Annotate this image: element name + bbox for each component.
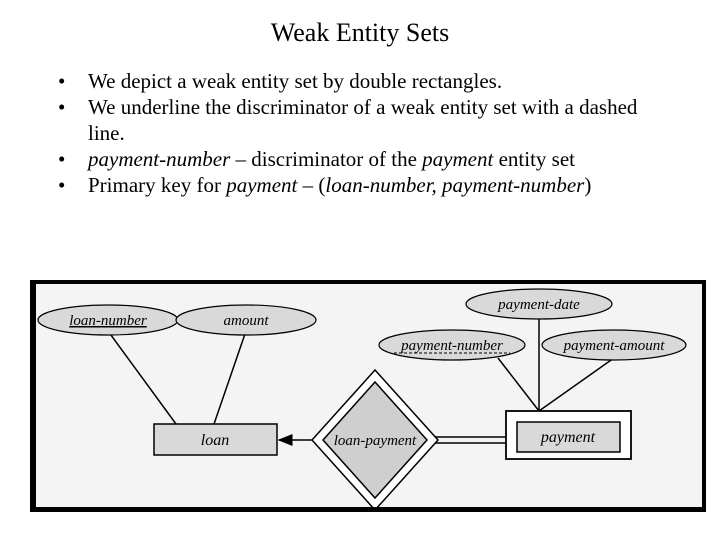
bullet-text: entity set <box>493 147 575 171</box>
bullet-text: Primary key for <box>88 173 227 197</box>
edge-payment-number-payment <box>497 357 540 412</box>
bullet-text-italic: payment <box>226 173 298 197</box>
er-diagram: loan-number amount payment-date payment-… <box>37 288 687 512</box>
edge-amount-loan <box>213 330 247 425</box>
bullet-item: • We underline the discriminator of a we… <box>58 94 658 146</box>
attribute-label: payment-number <box>400 338 503 354</box>
attribute-amount: amount <box>175 304 317 336</box>
bullet-text-italic: payment-number <box>88 147 231 171</box>
bullet-text: We depict a weak entity set by double re… <box>88 69 503 93</box>
bullet-dot: • <box>58 69 66 93</box>
entity-label: payment <box>540 429 596 446</box>
bullet-list: • We depict a weak entity set by double … <box>58 68 658 198</box>
bullet-text: We underline the discriminator of a weak… <box>88 95 638 145</box>
slide-title: Weak Entity Sets <box>270 18 450 47</box>
bullet-text: ) <box>584 173 592 197</box>
attribute-payment-amount: payment-amount <box>541 329 687 361</box>
entity-label: loan <box>201 432 229 449</box>
bullet-text: – ( <box>297 173 326 197</box>
bullet-dot: • <box>58 173 66 197</box>
bullet-text-italic: payment <box>422 147 494 171</box>
er-diagram-frame: loan-number amount payment-date payment-… <box>30 280 706 512</box>
edge-payment-amount-payment <box>538 357 615 412</box>
bullet-text: – discriminator of the <box>230 147 423 171</box>
edge-loan-number-loan <box>107 330 177 425</box>
attribute-payment-date: payment-date <box>465 288 613 320</box>
attribute-loan-number: loan-number <box>37 304 179 336</box>
attribute-payment-number: payment-number <box>378 329 526 361</box>
bullet-dot: • <box>58 147 66 171</box>
attribute-label: payment-date <box>497 297 580 313</box>
bullet-dot: • <box>58 95 66 119</box>
relationship-label: loan-payment <box>334 433 417 449</box>
entity-payment: payment <box>505 410 632 460</box>
bullet-item: • payment-number – discriminator of the … <box>58 146 658 172</box>
bullet-item: • We depict a weak entity set by double … <box>58 68 658 94</box>
entity-loan: loan <box>153 423 278 456</box>
attribute-label: loan-number <box>69 313 147 329</box>
relationship-loan-payment: loan-payment <box>310 368 440 512</box>
attribute-label: amount <box>224 313 270 329</box>
attribute-label: payment-amount <box>563 338 666 354</box>
bullet-item: • Primary key for payment – (loan-number… <box>58 172 658 198</box>
bullet-text-italic: loan-number, payment-number <box>325 173 585 197</box>
